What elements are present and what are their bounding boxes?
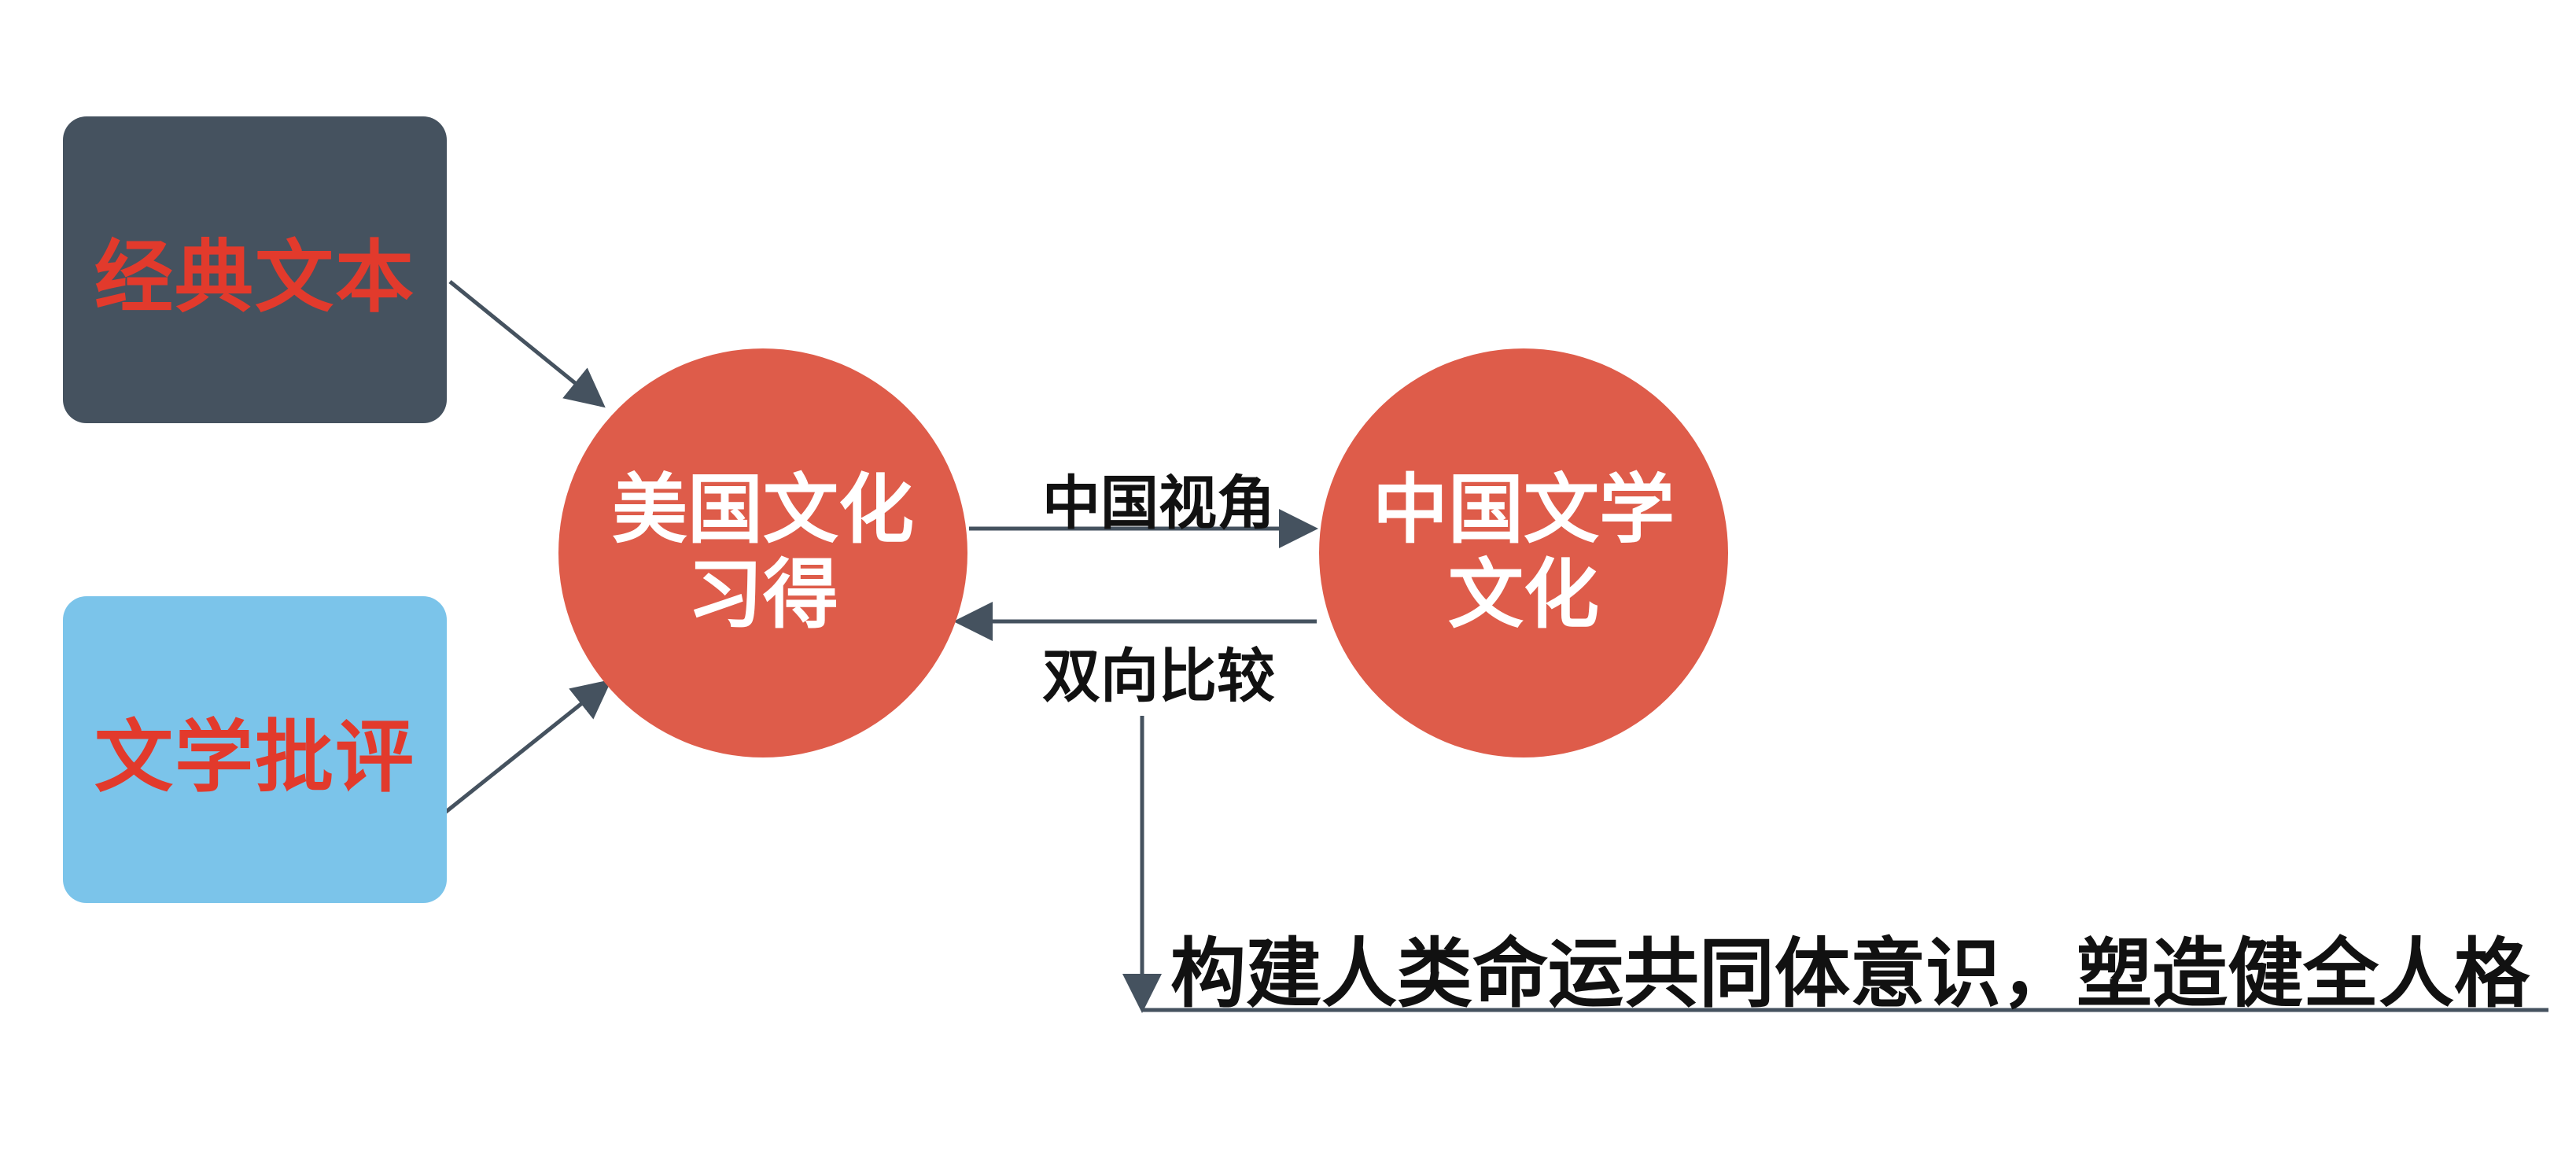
node-literary-criticism: 文学批评: [63, 596, 447, 903]
arrow-classic-to-us-culture: [448, 280, 606, 408]
node-classic-text: 经典文本: [63, 116, 447, 423]
node-us-culture-acquisition: 美国文化 习得: [558, 348, 967, 757]
node-us-culture-line1: 美国文化: [612, 466, 914, 555]
arrow-criticism-to-us-culture: [440, 679, 612, 816]
node-classic-text-label: 经典文本: [94, 230, 415, 323]
node-cn-literary-culture: 中国文学 文化: [1319, 348, 1728, 757]
node-us-culture-line2: 习得: [687, 551, 838, 639]
outcome-statement: 构建人类命运共同体意识，塑造健全人格: [1170, 930, 2530, 1018]
node-cn-culture-line2: 文化: [1448, 551, 1599, 639]
edge-label-forward: 中国视角: [1042, 470, 1275, 537]
node-cn-culture-line1: 中国文学: [1373, 466, 1675, 555]
node-literary-criticism-label: 文学批评: [94, 710, 415, 803]
edge-label-backward: 双向比较: [1042, 643, 1275, 710]
